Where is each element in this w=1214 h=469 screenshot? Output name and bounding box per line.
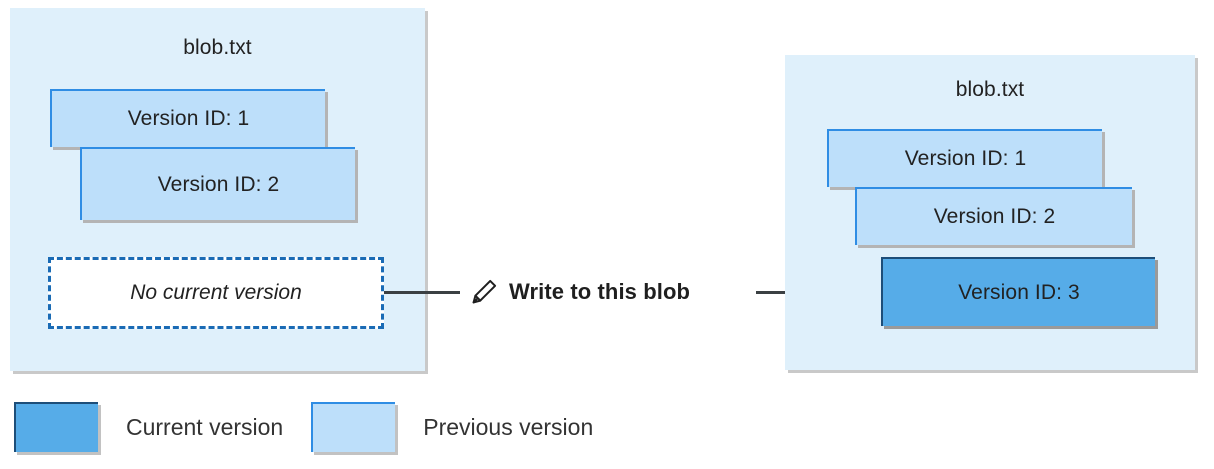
legend-item-current: Current version [14,402,283,452]
pencil-icon [468,276,500,308]
left-panel-title: blob.txt [183,36,252,59]
legend-swatch-current [14,402,98,452]
right-version-card-2: Version ID: 2 [855,187,1132,245]
right-version-card-3: Version ID: 3 [881,257,1155,326]
left-version-card-2: Version ID: 2 [80,147,355,220]
no-current-version-box: No current version [48,257,384,329]
right-version-card-3-label: Version ID: 3 [958,280,1080,304]
right-version-card-1-label: Version ID: 1 [904,147,1027,170]
legend-label-current: Current version [126,413,284,440]
legend-label-previous: Previous version [423,413,594,440]
left-version-card-1-label: Version ID: 1 [127,107,250,130]
legend-swatch-previous [311,402,396,452]
no-current-version-label: No current version [130,281,302,304]
left-version-card-2-label: Version ID: 2 [157,172,280,196]
right-version-card-2-label: Version ID: 2 [933,205,1056,228]
connector-line-left [384,291,460,294]
right-panel-title: blob.txt [955,78,1025,101]
write-action-text: Write to this blob [509,279,691,304]
legend-item-previous: Previous version [311,402,593,452]
left-version-card-1: Version ID: 1 [50,89,325,147]
right-version-card-1: Version ID: 1 [827,129,1102,187]
legend: Current version Previous version [14,402,593,452]
write-action-label: Write to this blob [468,276,690,308]
